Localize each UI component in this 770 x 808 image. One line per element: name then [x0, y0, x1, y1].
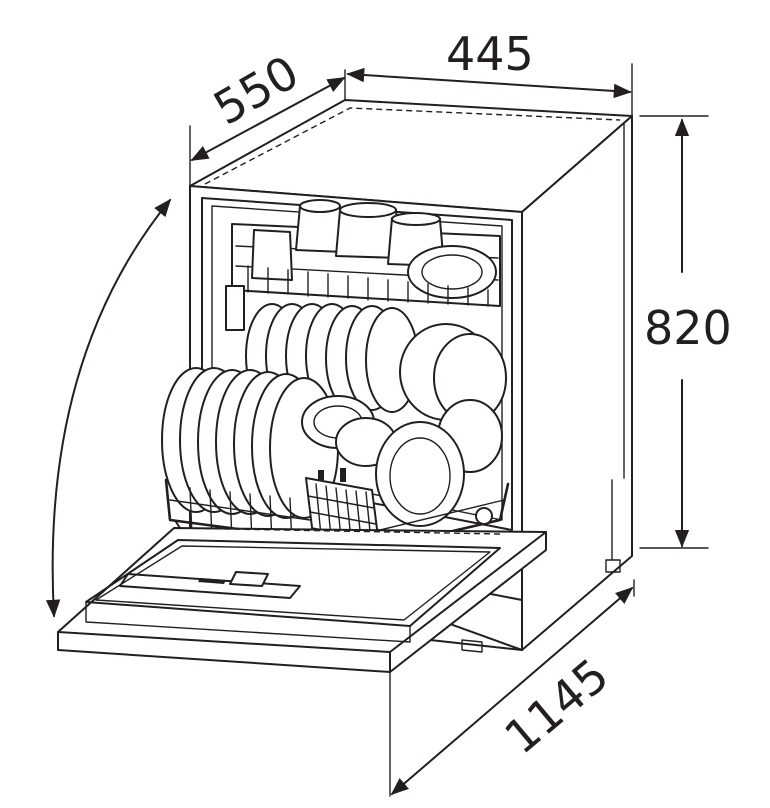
width-dimension-line — [346, 67, 632, 99]
rack-wheel-right — [475, 507, 493, 525]
door-swing-arc — [45, 198, 172, 618]
height-label: 820 — [644, 301, 732, 355]
width-label: 445 — [446, 27, 534, 81]
dimension-lines — [45, 63, 709, 797]
upper-rack — [225, 199, 501, 331]
open-depth-dimension-line — [390, 586, 634, 796]
depth-label: 550 — [205, 45, 308, 136]
open-depth-label: 1145 — [494, 648, 618, 765]
depth-dimension-line — [190, 77, 346, 161]
upper-rack-cups — [251, 199, 497, 299]
